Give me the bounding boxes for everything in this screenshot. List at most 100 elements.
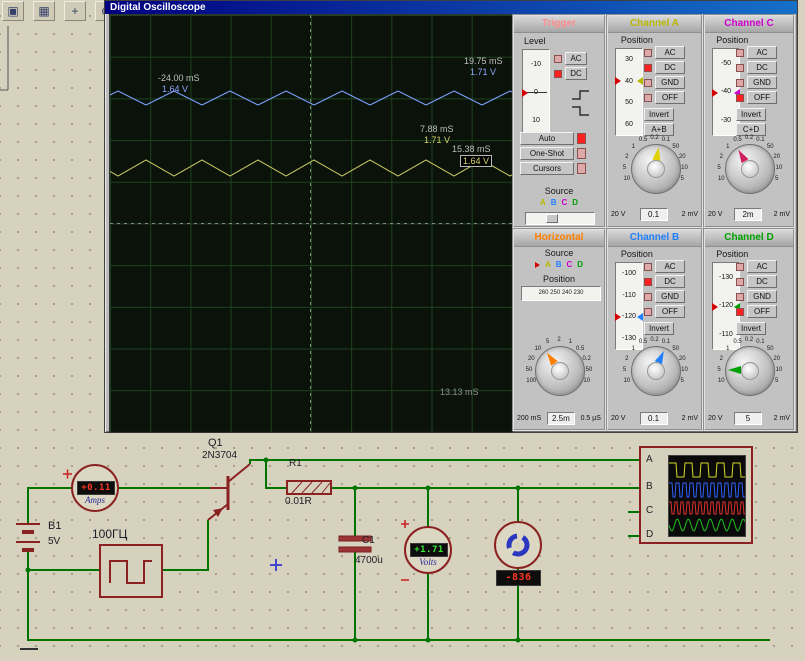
- source-channel-b[interactable]: B: [556, 260, 562, 269]
- capacitor-value[interactable]: 4700u: [355, 555, 383, 566]
- capacitor-ref[interactable]: C1: [362, 535, 375, 546]
- ac-button[interactable]: AC: [747, 260, 777, 273]
- ac-button[interactable]: AC: [655, 46, 685, 59]
- resistor-ref[interactable]: R1: [289, 458, 302, 469]
- probe-terminal-b[interactable]: B: [646, 481, 653, 492]
- knob-value: 2.5m: [547, 412, 575, 425]
- battery-value[interactable]: 5V: [48, 536, 60, 547]
- source-channel-a[interactable]: A: [545, 260, 551, 269]
- knob-pointer[interactable]: [728, 366, 741, 374]
- one-shot-button[interactable]: One-Shot: [520, 147, 574, 160]
- probe-terminal-c[interactable]: C: [646, 505, 653, 516]
- ac-button[interactable]: AC: [747, 46, 777, 59]
- led-indicator: [577, 148, 586, 159]
- off-button[interactable]: OFF: [655, 305, 685, 318]
- source-channel-c[interactable]: C: [567, 260, 573, 269]
- trigger-section: Trigger Level -10010 ACDC AutoOne-ShotCu…: [512, 14, 606, 228]
- probe-terminal-a[interactable]: A: [646, 454, 653, 465]
- timebase-knob[interactable]: 1005020105210.50.25010: [512, 336, 606, 406]
- level-handle[interactable]: [525, 92, 547, 93]
- knob-scale-label: 1: [569, 339, 572, 345]
- trigger-source-slider[interactable]: [525, 212, 595, 225]
- slider-tick: 40: [625, 78, 633, 85]
- channel-b-coupling-buttons: AC DC GND OFF: [644, 260, 698, 320]
- ac-button[interactable]: AC: [655, 260, 685, 273]
- screen-annotation: 1.71 V: [470, 67, 496, 77]
- source-channel-c[interactable]: C: [562, 198, 568, 207]
- knob-hub: [647, 362, 665, 380]
- slider-handle[interactable]: [546, 214, 558, 223]
- off-button[interactable]: OFF: [655, 91, 685, 104]
- slider-tick: 10: [532, 117, 540, 124]
- position-marker-left[interactable]: [712, 89, 718, 97]
- battery-symbol[interactable]: [16, 524, 40, 550]
- zoom-in-icon[interactable]: +: [64, 1, 86, 21]
- knob-hub: [647, 160, 665, 178]
- ac-button[interactable]: AC: [565, 52, 587, 65]
- knob-value: 0.1: [640, 208, 668, 221]
- knob-scale-label: 0.2: [745, 337, 753, 343]
- dc-button[interactable]: DC: [655, 61, 685, 74]
- dc-button[interactable]: DC: [655, 275, 685, 288]
- window-titlebar[interactable]: Digital Oscilloscope: [105, 1, 797, 14]
- resistor-symbol[interactable]: [287, 481, 331, 494]
- auto-button[interactable]: Auto: [520, 132, 574, 145]
- transistor-part[interactable]: 2N3704: [202, 450, 237, 461]
- pulse-source-symbol[interactable]: [100, 545, 162, 597]
- position-label: Position: [514, 274, 604, 284]
- invert-button[interactable]: Invert: [736, 322, 766, 335]
- source-channel-b[interactable]: B: [551, 198, 557, 207]
- horizontal-position-slider[interactable]: 260 250 240 230: [521, 286, 601, 301]
- source-channel-a[interactable]: A: [540, 198, 546, 207]
- position-marker-right[interactable]: [637, 77, 643, 85]
- channel-a-position-slider[interactable]: 30405060: [615, 48, 643, 136]
- invert-button[interactable]: Invert: [644, 108, 674, 121]
- gnd-button[interactable]: GND: [655, 290, 685, 303]
- dc-button[interactable]: DC: [747, 275, 777, 288]
- probe-trace-c: [669, 502, 745, 514]
- knob-scale-label: 0.5: [576, 346, 584, 352]
- transistor-ref[interactable]: Q1: [208, 437, 223, 449]
- gnd-button[interactable]: GND: [747, 76, 777, 89]
- knob-pointer[interactable]: [652, 147, 662, 161]
- knob-scale-label: 50: [767, 346, 774, 352]
- resistor-value[interactable]: 0.01R: [285, 496, 312, 507]
- gnd-button[interactable]: GND: [747, 290, 777, 303]
- dc-button[interactable]: DC: [565, 67, 587, 80]
- source-channel-d[interactable]: D: [577, 260, 583, 269]
- level-marker[interactable]: [522, 89, 528, 97]
- gnd-button[interactable]: GND: [655, 76, 685, 89]
- board-icon[interactable]: ▣: [2, 1, 24, 21]
- transistor-symbol[interactable]: [208, 464, 250, 520]
- position-marker-left[interactable]: [615, 313, 621, 321]
- dc-button[interactable]: DC: [747, 61, 777, 74]
- invert-button[interactable]: Invert: [644, 322, 674, 335]
- pulse-source-label[interactable]: 100ГЦ: [92, 527, 127, 541]
- trigger-level-slider[interactable]: -10010: [522, 49, 550, 135]
- position-marker-left[interactable]: [712, 303, 718, 311]
- channel-a-gain-knob[interactable]: 105210.50.20.15020105: [608, 134, 702, 204]
- knob-min-label: 200 mS: [517, 415, 541, 422]
- grid-icon[interactable]: ▦: [33, 1, 55, 21]
- oscilloscope-window: Digital Oscilloscope -24.00 mS1.64 V19.7…: [104, 0, 798, 433]
- screen-annotation: 15.38 mS: [452, 144, 491, 154]
- position-marker-left[interactable]: [615, 77, 621, 85]
- off-button[interactable]: OFF: [747, 91, 777, 104]
- led-indicator: [644, 79, 652, 87]
- position-marker-right[interactable]: [637, 313, 643, 321]
- window-title: Digital Oscilloscope: [110, 2, 206, 13]
- channel-c-gain-knob[interactable]: 105210.50.20.15020105: [703, 134, 795, 204]
- invert-button[interactable]: Invert: [736, 108, 766, 121]
- source-label: Source: [514, 186, 604, 196]
- cursors-button[interactable]: Cursors: [520, 162, 574, 175]
- knob-scale-label: 5: [681, 378, 684, 384]
- led-indicator: [644, 263, 652, 271]
- probe-terminal-d[interactable]: D: [646, 529, 653, 540]
- channel-d-gain-knob[interactable]: 105210.50.20.15020105: [703, 336, 795, 406]
- battery-ref[interactable]: B1: [48, 520, 61, 532]
- off-button[interactable]: OFF: [747, 305, 777, 318]
- trigger-edge-icon[interactable]: [568, 88, 594, 118]
- source-channel-d[interactable]: D: [572, 198, 578, 207]
- knob-scale-label: 10: [623, 378, 630, 384]
- channel-b-gain-knob[interactable]: 105210.50.20.15020105: [608, 336, 702, 406]
